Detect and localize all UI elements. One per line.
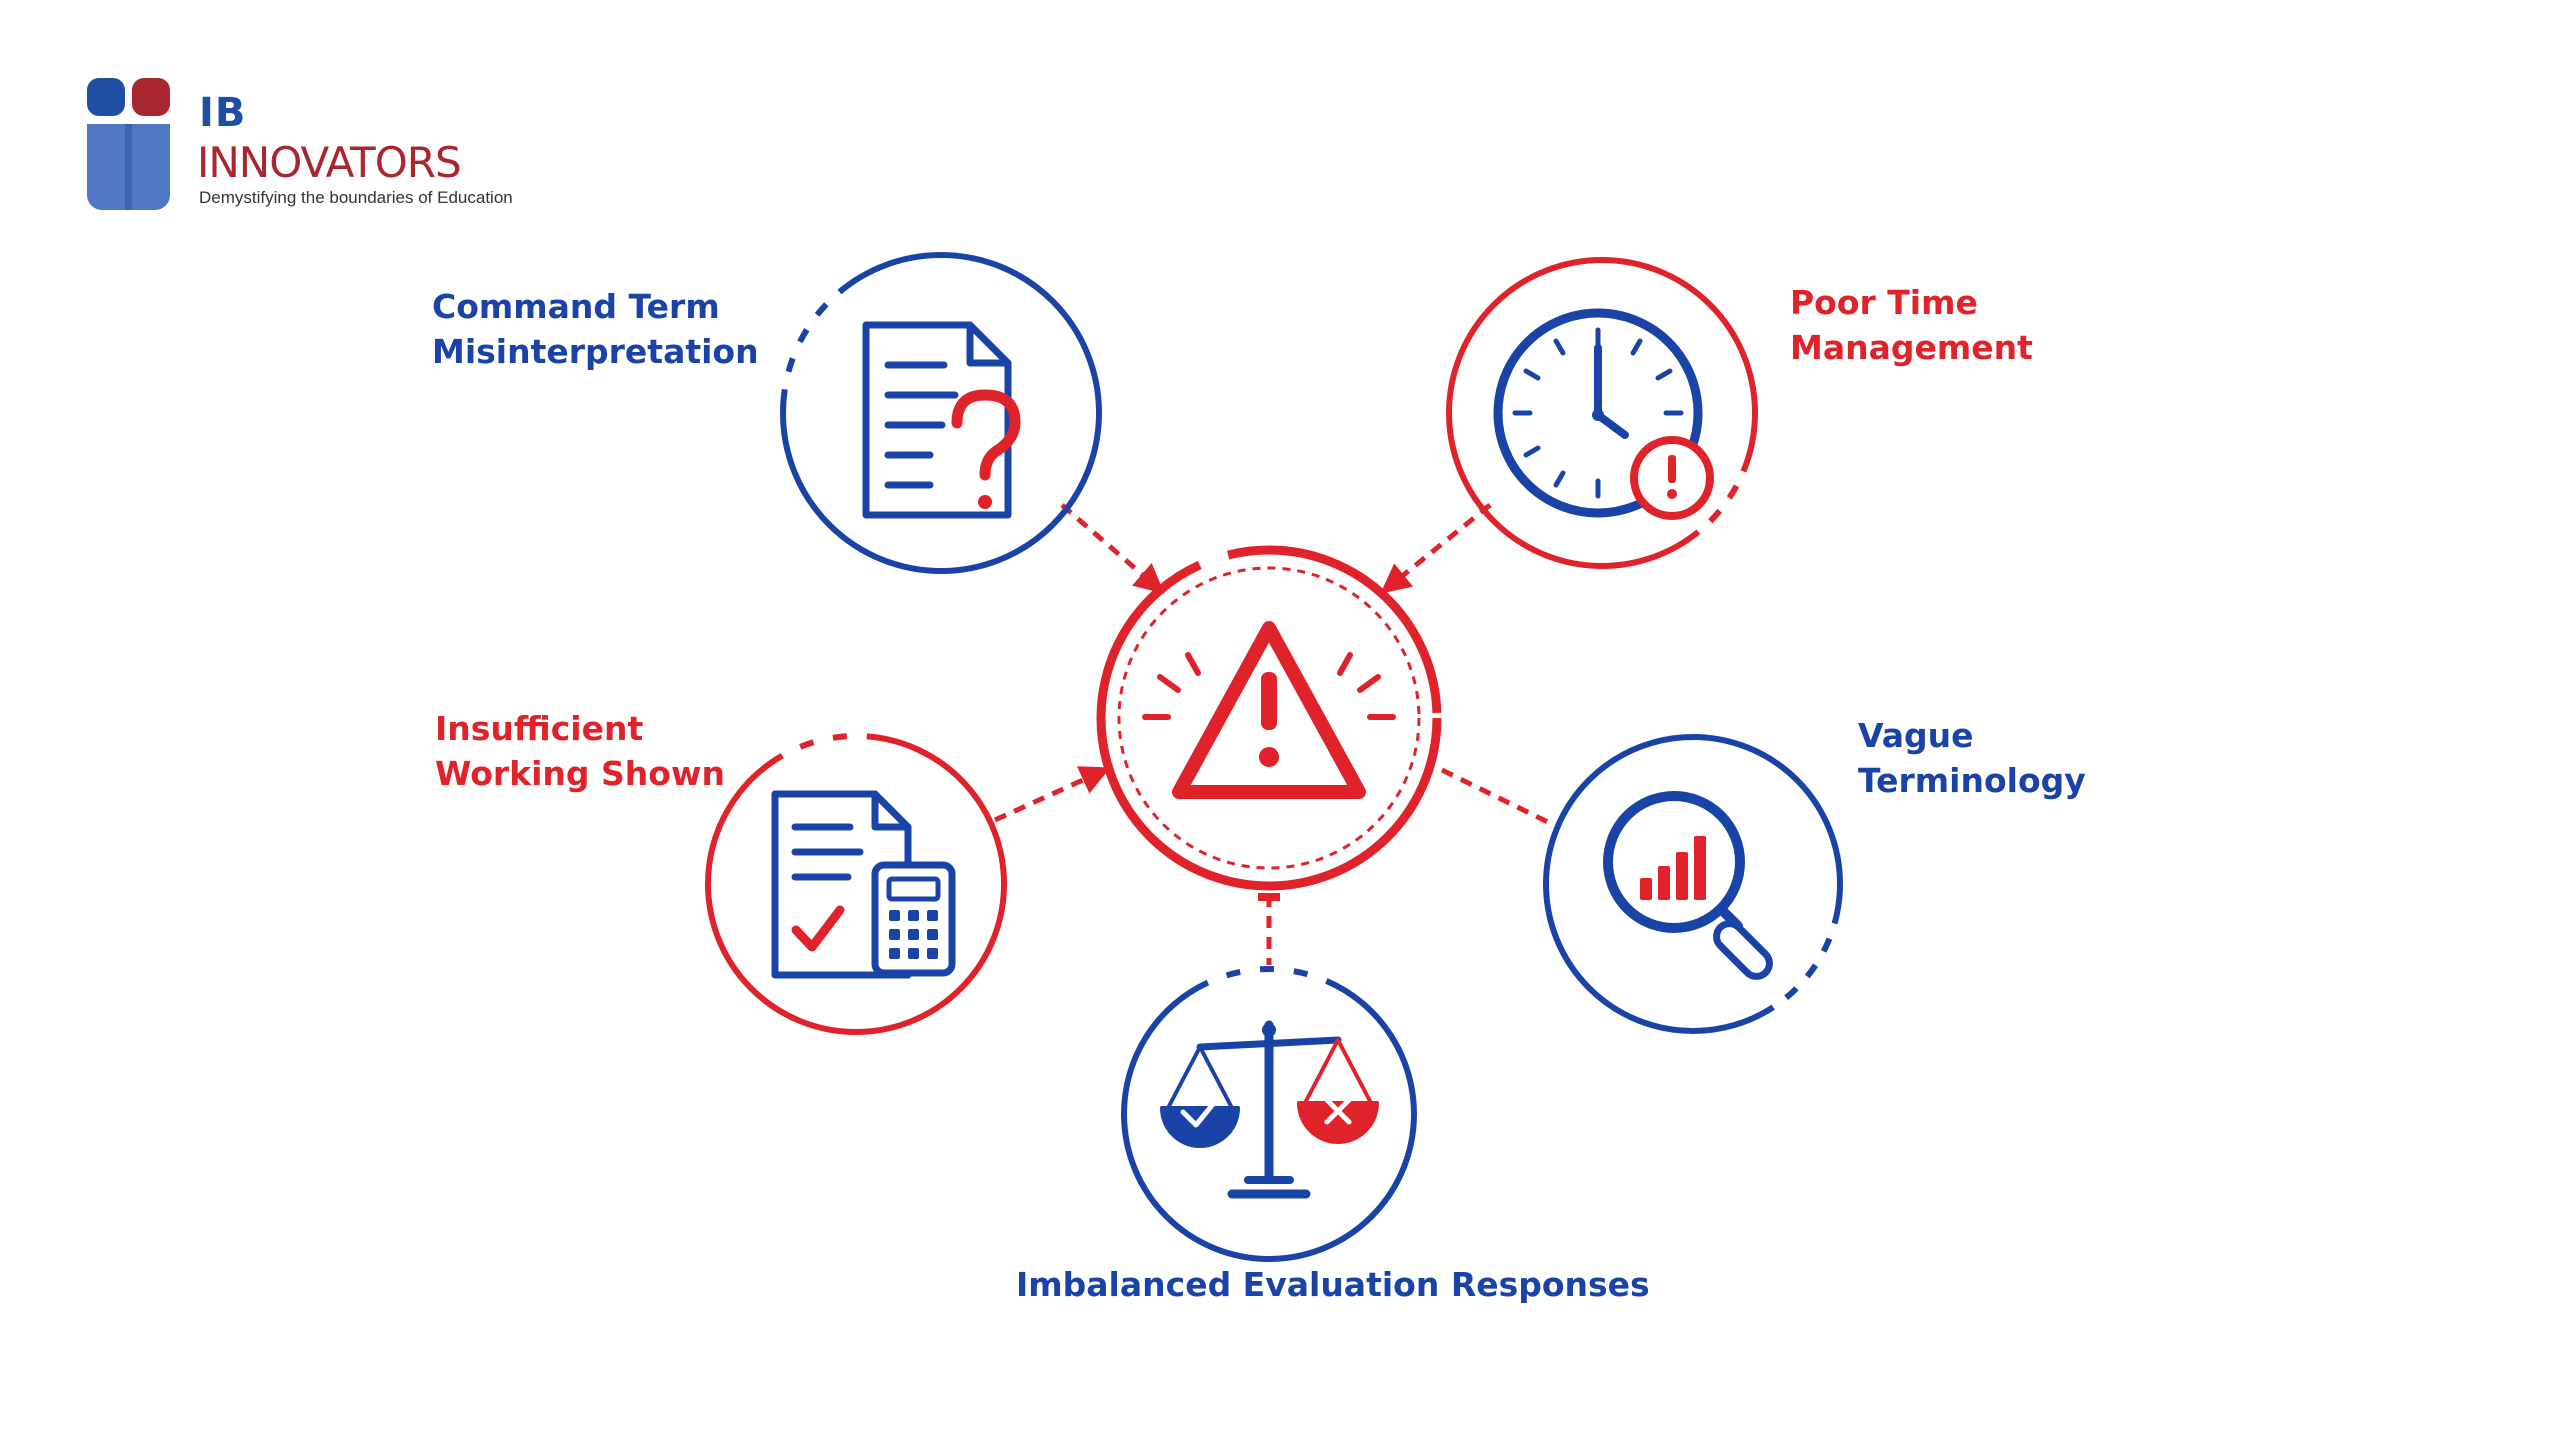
label-line: Misinterpretation: [432, 332, 759, 371]
connector-vague-terminology: [1440, 767, 1562, 831]
logo-mark-icon: [87, 78, 170, 210]
label-insufficient-working: Insufficient Working Shown: [435, 706, 725, 796]
warning-triangle-icon: [1142, 621, 1396, 799]
center-hub: [1096, 545, 1442, 891]
node-imbalanced-evaluation: [1121, 966, 1417, 1262]
document-calculator-icon: [771, 790, 956, 979]
label-line: Vague: [1858, 716, 1974, 755]
connector-poor-time: [1380, 503, 1492, 594]
logo-name-text: INNOVATORS: [197, 138, 462, 187]
label-line: Command Term: [432, 287, 720, 326]
connector-cap: [1258, 893, 1280, 901]
logo-tagline: Demystifying the boundaries of Education: [199, 188, 513, 207]
label-line: Management: [1790, 328, 2033, 367]
magnifier-chart-icon: [1603, 791, 1773, 980]
label-imbalanced-evaluation: Imbalanced Evaluation Responses: [1016, 1262, 1650, 1307]
label-line: Insufficient: [435, 709, 644, 748]
connector-command-term: [1060, 503, 1165, 594]
node-vague-terminology: [1543, 734, 1843, 1034]
node-insufficient-working: [705, 733, 1007, 1035]
label-vague-terminology: Vague Terminology: [1858, 713, 2086, 803]
balance-scale-icon: [1160, 1020, 1379, 1199]
label-line: Poor Time: [1790, 283, 1978, 322]
connectors: [993, 503, 1562, 965]
label-command-term: Command Term Misinterpretation: [432, 284, 759, 374]
label-line: Terminology: [1858, 761, 2086, 800]
brand-logo: IB INNOVATORS Demystifying the boundarie…: [84, 76, 544, 216]
label-line: Imbalanced Evaluation Responses: [1016, 1265, 1650, 1304]
node-poor-time: [1446, 257, 1758, 569]
label-line: Working Shown: [435, 754, 725, 793]
document-question-icon: [862, 321, 1021, 519]
label-poor-time: Poor Time Management: [1790, 280, 2033, 370]
logo-short-text: IB: [199, 90, 247, 136]
node-command-term: [780, 252, 1102, 574]
connector-insufficient-working: [993, 766, 1111, 823]
clock-alert-icon: [1493, 308, 1714, 520]
